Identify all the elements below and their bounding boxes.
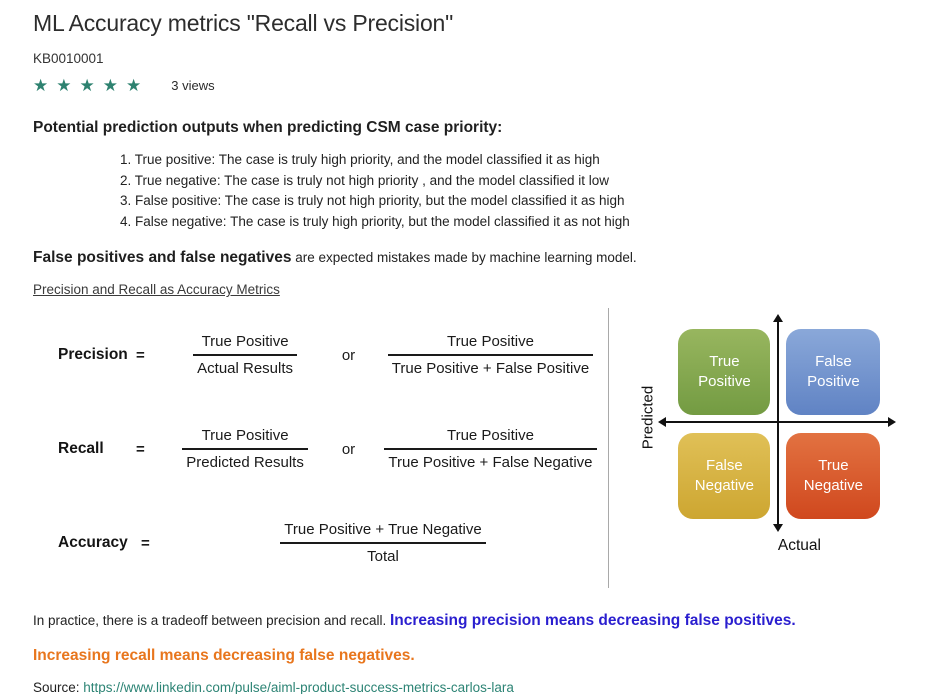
formula-label: Accuracy: [58, 534, 128, 551]
equals-sign: =: [136, 440, 145, 458]
fraction-numerator: True Positive + True Negative: [284, 521, 482, 539]
quadrant-false-positive: False Positive: [786, 329, 881, 415]
arrow-up-icon: [773, 314, 784, 322]
confusion-matrix-diagram: True Positive False Positive False Negat…: [636, 305, 927, 595]
precision-note-text: Increasing precision means decreasing fa…: [389, 612, 796, 629]
list-item: 1. True positive: The case is truly high…: [120, 152, 600, 167]
fraction-numerator: True Positive: [201, 427, 289, 445]
list-item: 2. True negative: The case is truly not …: [120, 172, 609, 188]
prediction-outputs-list: 1. True positive: The case is truly high…: [120, 150, 927, 232]
mistakes-bold-text: False positives and false negatives: [33, 249, 292, 266]
star-icon[interactable]: ★: [56, 76, 72, 95]
fraction-denominator: True Positive + False Negative: [388, 453, 593, 471]
horizontal-axis-line: [665, 421, 890, 423]
star-icon[interactable]: ★: [33, 76, 49, 95]
tradeoff-text: In practice, there is a tradeoff between…: [33, 613, 390, 628]
fraction-bar: [182, 448, 308, 450]
fraction-bar: [193, 354, 298, 356]
accuracy-formula-row: Accuracy = True Positive + True Negative…: [33, 507, 608, 579]
star-icon[interactable]: ★: [126, 76, 142, 95]
fraction-denominator: Predicted Results: [186, 453, 304, 471]
fraction-denominator: Total: [367, 547, 399, 565]
precision-recall-metrics-link[interactable]: Precision and Recall as Accuracy Metrics: [33, 282, 280, 297]
source-line: Source: https://www.linkedin.com/pulse/a…: [33, 680, 927, 694]
vertical-divider: [608, 308, 610, 588]
or-text: or: [341, 346, 356, 364]
fraction-denominator: Actual Results: [197, 359, 294, 377]
arrow-down-icon: [773, 524, 784, 532]
formulas-panel: Precision = True Positive Actual Results…: [33, 305, 608, 595]
mistakes-line: False positives and false negatives are …: [33, 249, 927, 267]
fraction-bar: [387, 354, 594, 356]
fraction-numerator: True Positive: [446, 427, 534, 445]
recall-note-text: Increasing recall means decreasing false…: [33, 647, 415, 664]
fraction: True Positive Actual Results: [193, 333, 298, 377]
fraction-bar: [280, 542, 486, 544]
or-text: or: [341, 440, 356, 458]
star-icon[interactable]: ★: [102, 76, 118, 95]
vertical-axis-line: [777, 321, 779, 525]
kb-number: KB0010001: [33, 51, 104, 66]
prediction-outputs-heading: Potential prediction outputs when predic…: [33, 119, 503, 136]
source-url-link[interactable]: https://www.linkedin.com/pulse/aiml-prod…: [83, 680, 514, 694]
metrics-figure: Precision = True Positive Actual Results…: [33, 305, 927, 595]
equals-sign: =: [141, 534, 150, 552]
mistakes-rest-text: are expected mistakes made by machine le…: [291, 250, 637, 265]
quadrant-true-negative: True Negative: [786, 433, 881, 519]
arrow-left-icon: [658, 417, 667, 427]
view-count: 3 views: [171, 78, 215, 93]
precision-formula-row: Precision = True Positive Actual Results…: [33, 319, 608, 391]
x-axis-label: Actual: [777, 537, 821, 554]
fraction: True Positive + True Negative Total: [280, 521, 486, 565]
fraction: True Positive True Positive + False Nega…: [384, 427, 597, 471]
tradeoff-paragraph: In practice, there is a tradeoff between…: [33, 612, 927, 630]
arrow-right-icon: [888, 417, 897, 427]
recall-formula-row: Recall = True Positive Predicted Results…: [33, 413, 608, 485]
fraction: True Positive Predicted Results: [182, 427, 308, 471]
page-title: ML Accuracy metrics "Recall vs Precision…: [33, 10, 454, 36]
y-axis-label: Predicted: [639, 385, 657, 450]
rating-row: ★ ★ ★ ★ ★ 3 views: [33, 77, 927, 94]
fraction-denominator: True Positive + False Positive: [391, 359, 590, 377]
source-label: Source:: [33, 680, 84, 694]
fraction-numerator: True Positive: [201, 333, 289, 351]
star-icon[interactable]: ★: [79, 76, 95, 95]
equals-sign: =: [136, 346, 145, 364]
quadrant-false-negative: False Negative: [678, 433, 771, 519]
fraction: True Positive True Positive + False Posi…: [387, 333, 594, 377]
formula-label: Recall: [58, 440, 104, 457]
fraction-numerator: True Positive: [446, 333, 534, 351]
fraction-bar: [384, 448, 597, 450]
list-item: 3. False positive: The case is truly not…: [120, 193, 625, 208]
list-item: 4. False negative: The case is truly hig…: [120, 213, 630, 229]
quadrant-true-positive: True Positive: [678, 329, 771, 415]
formula-label: Precision: [58, 346, 128, 363]
